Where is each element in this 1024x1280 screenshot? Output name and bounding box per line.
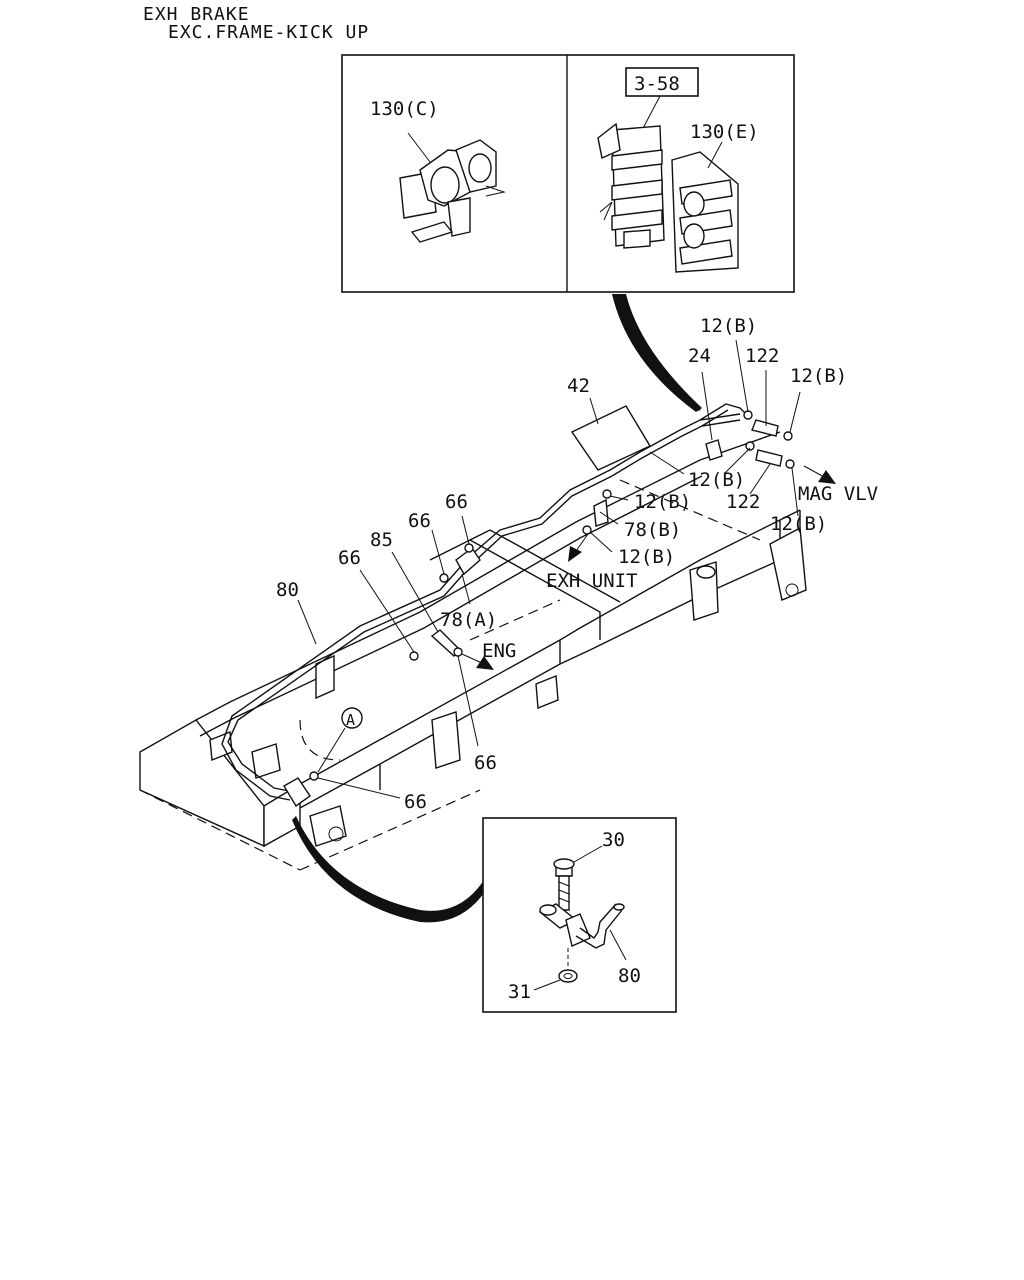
callout-12b-2: 12(B) [790,365,847,387]
callout-66-3: 66 [338,547,361,569]
callout-12b-5: 12(B) [634,491,691,513]
callout-66-2: 66 [408,510,431,532]
callout-12b-3: 12(B) [688,469,745,491]
callout-12b-6: 12(B) [618,546,675,568]
callout-24: 24 [688,345,711,367]
chassis-frame [139,431,807,871]
arrows [461,465,836,670]
brake-pipe [221,403,783,808]
label-3-58: 3-58 [634,73,680,95]
callout-12b-1: 12(B) [700,315,757,337]
label-130e: 130(E) [690,121,759,143]
leader-lines [297,339,801,799]
inset-callout-31: 31 [508,981,531,1003]
header-subtitle: EXC.FRAME-KICK UP [168,22,369,43]
clip-130c-drawing [399,132,506,243]
circle-a-marker [341,707,363,729]
fittings [309,410,795,781]
callout-eng: ENG [482,640,516,662]
region-42-outline [570,405,652,471]
leader-bottom-inset [292,816,486,923]
callout-mag-vlv: MAG VLV [798,483,878,505]
callout-12b-4: 12(B) [770,513,827,535]
callout-80: 80 [276,579,299,601]
callout-66-5: 66 [404,791,427,813]
bottom-inset [482,817,677,1013]
callout-circle-a: A [346,711,355,729]
leader-top-inset-fill [612,294,702,412]
callout-78a: 78(A) [440,609,497,631]
header-title: EXH BRAKE [143,4,250,25]
label-130c: 130(C) [370,98,439,120]
ref-box-3-58 [625,67,699,97]
callout-42: 42 [567,375,590,397]
callout-exh-unit: EXH UNIT [546,570,638,592]
callout-66-4: 66 [474,752,497,774]
callout-122-1: 122 [745,345,779,367]
inset-callout-30: 30 [602,829,625,851]
clip-stack-left-drawing [597,122,665,249]
inset-callout-80: 80 [618,965,641,987]
clip-130e-drawing [671,141,739,273]
callout-122-2: 122 [726,491,760,513]
callout-78b: 78(B) [624,519,681,541]
callout-66-1: 66 [445,491,468,513]
top-inset: 130(C) 3-58 130(E) [341,54,795,293]
callout-85: 85 [370,529,393,551]
